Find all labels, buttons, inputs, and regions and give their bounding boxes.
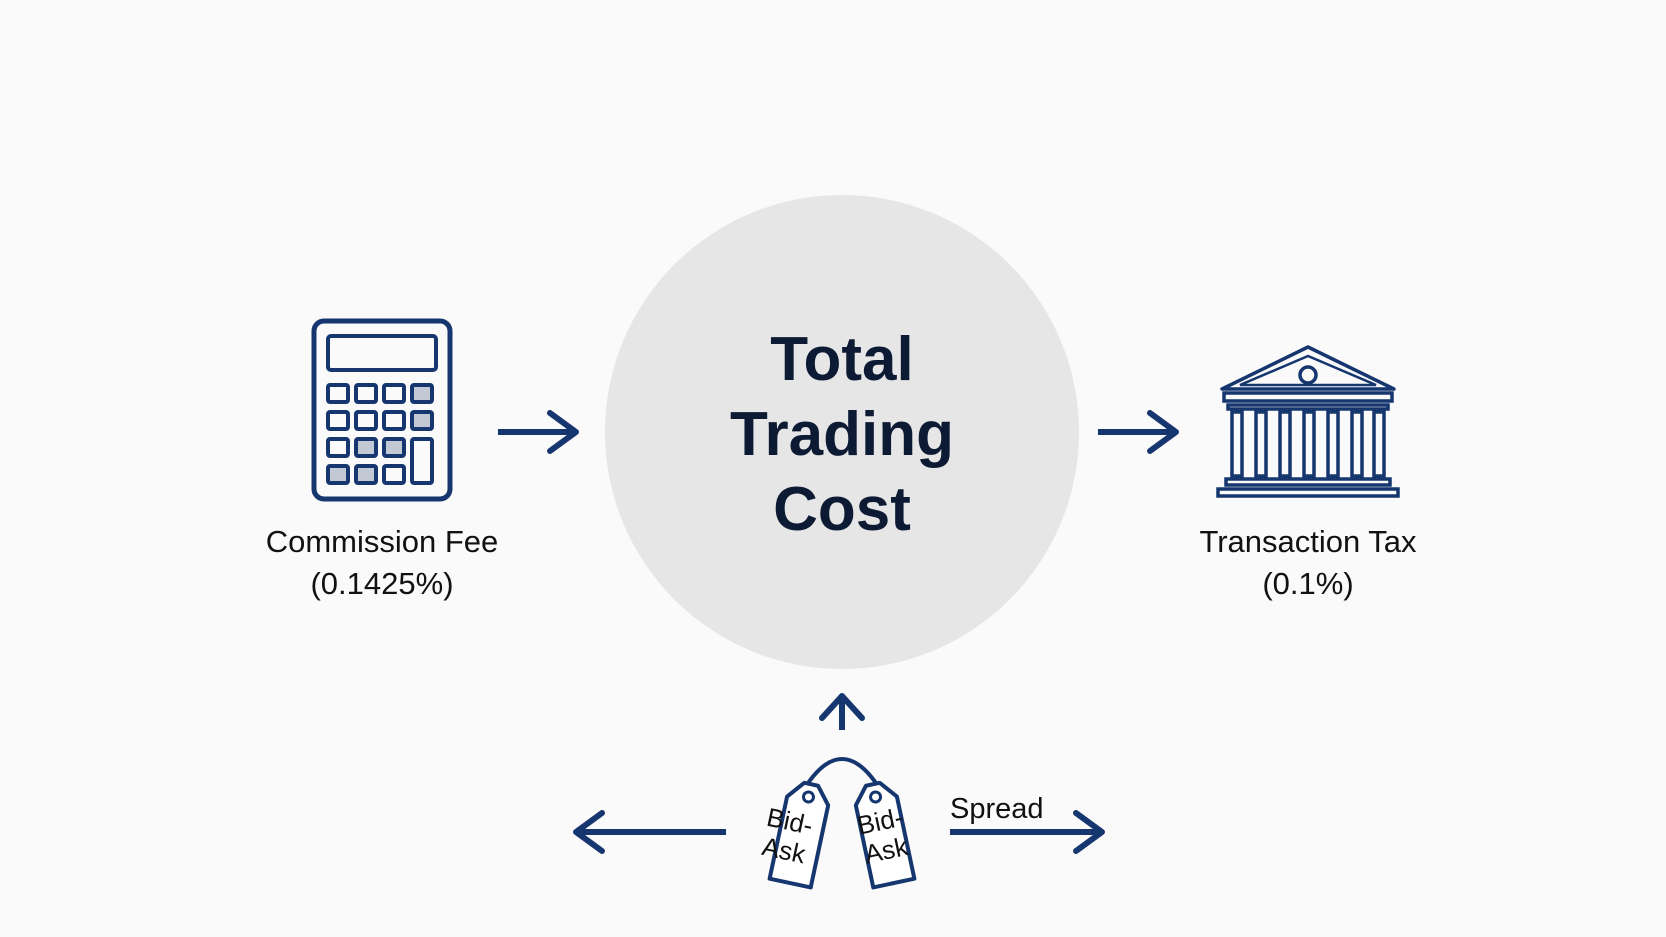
tax-label-line1: Transaction Tax: [1199, 524, 1417, 559]
center-title-line2: Trading: [730, 400, 954, 469]
commission-arrow: [498, 410, 579, 454]
spread-left-arrow: [573, 810, 726, 854]
center-title-line3: Cost: [773, 475, 911, 544]
bank-building-icon: [1216, 345, 1400, 498]
spread-label: Spread: [950, 793, 1044, 825]
commission-label-line1: Commission Fee: [266, 524, 499, 559]
center-title-line1: Total: [770, 325, 914, 394]
calculator-icon: [311, 318, 453, 502]
tag-strings: [804, 757, 880, 788]
commission-label-line2: (0.1425%): [310, 566, 453, 601]
bid-ask-up-arrow: [819, 693, 865, 730]
spread-right-arrow: [950, 810, 1105, 854]
price-tag-icon: [767, 780, 831, 890]
price-tag-icon-right: [853, 780, 917, 890]
total-cost-circle: [605, 195, 1079, 669]
tax-arrow: [1098, 410, 1179, 454]
tax-label-line2: (0.1%): [1262, 566, 1353, 601]
